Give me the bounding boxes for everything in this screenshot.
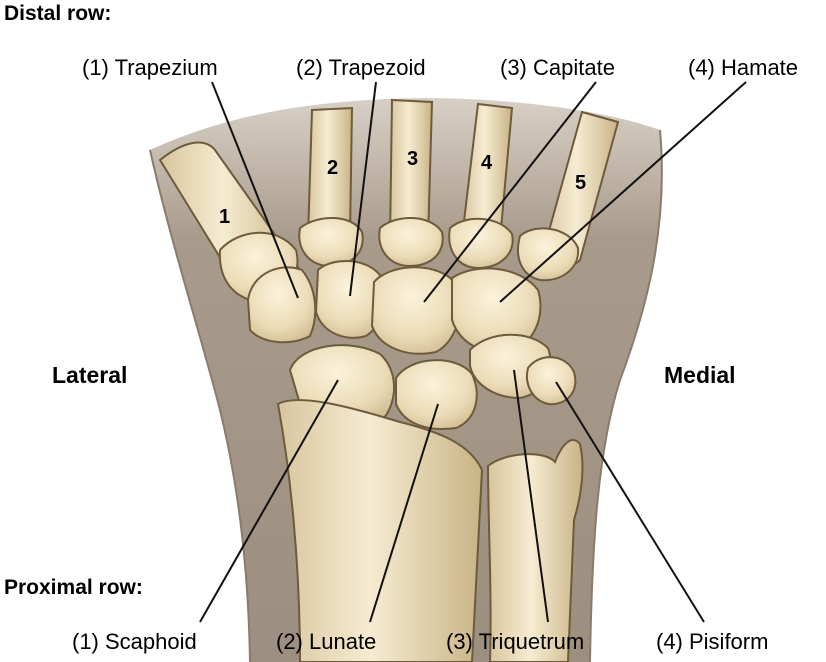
leader-capitate	[423, 81, 597, 303]
leader-pisiform	[555, 381, 705, 623]
medial-label: Medial	[664, 362, 736, 388]
radius-bone	[276, 399, 484, 662]
leader-lunate	[369, 403, 439, 623]
metacarpal-base-5	[517, 227, 580, 282]
leader-trapezium	[211, 81, 299, 299]
distal-carpals	[246, 259, 542, 355]
distal-row-heading: Distal row:	[4, 2, 112, 25]
ulna-bone	[486, 439, 584, 662]
lunate-bone	[395, 359, 478, 430]
leader-hamate	[499, 81, 747, 303]
metacarpal-base-3	[378, 216, 444, 268]
label-scaphoid: (1) Scaphoid	[72, 629, 197, 654]
label-pisiform: (4) Pisiform	[656, 629, 769, 654]
lateral-label: Lateral	[52, 362, 128, 388]
metacarpal-number-2: 2	[327, 157, 339, 179]
label-trapezoid: (2) Trapezoid	[296, 55, 426, 80]
label-trapezium: (1) Trapezium	[82, 55, 218, 80]
proximal-row-heading: Proximal row:	[4, 576, 143, 599]
leader-scaphoid	[199, 379, 339, 623]
trapezium-bone	[246, 266, 317, 344]
soft-tissue-lateral-edge	[149, 149, 251, 662]
capitate-bone	[370, 266, 461, 355]
metacarpal-number-4: 4	[481, 152, 493, 174]
metacarpal-base-2	[298, 216, 364, 268]
label-triquetrum: (3) Triquetrum	[446, 629, 585, 654]
leader-trapezoid	[349, 81, 377, 297]
leader-lines	[199, 81, 747, 623]
soft-tissue-medial-edge	[589, 129, 663, 662]
metacarpal-number-1: 1	[219, 206, 231, 228]
metacarpal-base-4	[448, 217, 514, 270]
forearm-bones	[276, 399, 584, 662]
label-lunate: (2) Lunate	[276, 629, 377, 654]
metacarpal-number-3: 3	[407, 148, 419, 170]
label-capitate: (3) Capitate	[500, 55, 615, 80]
hamate-bone	[451, 267, 542, 354]
leader-triquetrum	[513, 369, 549, 623]
metacarpal-number-5: 5	[575, 172, 587, 194]
label-hamate: (4) Hamate	[688, 55, 799, 80]
pisiform-bone	[526, 356, 577, 406]
